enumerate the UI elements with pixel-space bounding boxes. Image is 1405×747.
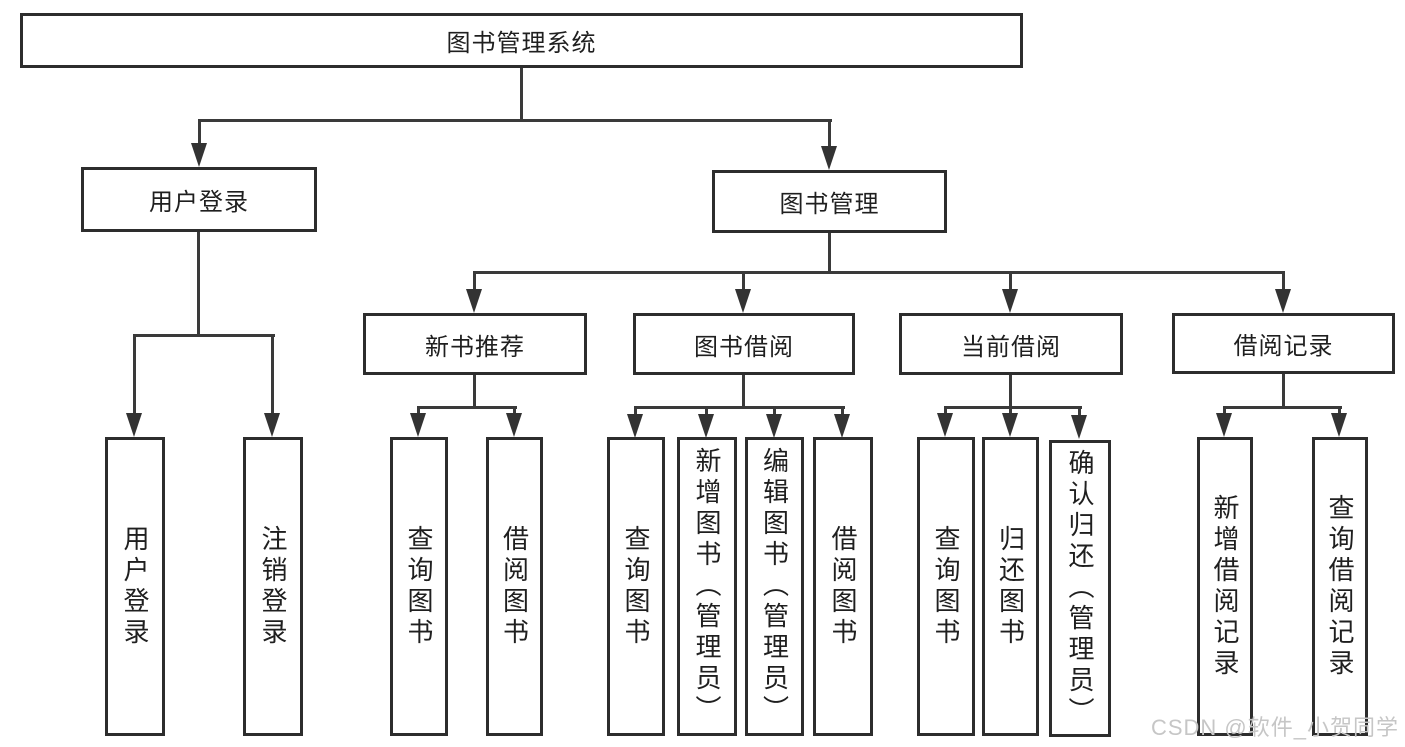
connector-drop <box>944 406 947 418</box>
arrow-down-icon <box>1216 413 1232 437</box>
connector-drop-book-mgmt <box>828 119 831 147</box>
connector-drop-user-login <box>198 119 201 147</box>
arrow-down-icon <box>766 414 782 438</box>
arrow-down-icon <box>191 143 207 167</box>
leaf-user-login: 用户登录 <box>105 437 165 736</box>
leaf-current-return-books: 归还图书 <box>982 437 1039 736</box>
arrow-down-icon <box>821 146 837 170</box>
arrow-down-icon <box>1002 289 1018 313</box>
connector-root-stem <box>520 68 523 120</box>
connector-level3-rail <box>473 271 1285 274</box>
connector-drop-records <box>1282 271 1285 293</box>
arrow-down-icon <box>1331 413 1347 437</box>
arrow-down-icon <box>735 289 751 313</box>
connector-drop <box>1078 406 1081 418</box>
connector-drop <box>417 406 420 418</box>
connector-drop-current <box>1009 271 1012 293</box>
arrow-down-icon <box>698 414 714 438</box>
connector-recommend-stem <box>473 375 476 409</box>
node-new-book-recommend: 新书推荐 <box>363 313 587 375</box>
arrow-down-icon <box>937 413 953 437</box>
arrow-down-icon <box>834 414 850 438</box>
connector-drop-leaf-login <box>133 334 136 416</box>
connector-drop <box>1009 406 1012 418</box>
arrow-down-icon <box>264 413 280 437</box>
leaf-recommend-query-books: 查询图书 <box>390 437 448 736</box>
arrow-down-icon <box>126 413 142 437</box>
node-current-borrow: 当前借阅 <box>899 313 1123 375</box>
node-user-login: 用户登录 <box>81 167 317 232</box>
leaf-current-confirm-return-admin: 确认归还（管理员） <box>1049 440 1111 737</box>
connector-drop <box>705 406 708 418</box>
leaf-logout: 注销登录 <box>243 437 303 736</box>
leaf-borrow-add-books-admin: 新增图书（管理员） <box>677 437 737 736</box>
connector-user-login-rail <box>134 334 275 337</box>
connector-level2-rail <box>198 119 832 122</box>
connector-current-stem <box>1009 375 1012 409</box>
leaf-borrow-edit-books-admin: 编辑图书（管理员） <box>745 437 804 736</box>
arrow-down-icon <box>1275 289 1291 313</box>
connector-drop <box>1338 406 1341 418</box>
connector-drop <box>773 406 776 418</box>
connector-drop <box>1223 406 1226 418</box>
connector-borrow-stem <box>742 375 745 409</box>
leaf-records-query-record: 查询借阅记录 <box>1312 437 1368 736</box>
connector-drop-borrow <box>742 271 745 293</box>
leaf-recommend-borrow-books: 借阅图书 <box>486 437 543 736</box>
arrow-down-icon <box>506 413 522 437</box>
connector-user-login-stem <box>197 232 200 335</box>
node-book-management: 图书管理 <box>712 170 947 233</box>
connector-records-stem <box>1282 374 1285 409</box>
connector-book-mgmt-stem <box>828 233 831 273</box>
arrow-down-icon <box>466 289 482 313</box>
leaf-current-query-books: 查询图书 <box>917 437 975 736</box>
arrow-down-icon <box>1071 415 1087 439</box>
leaf-records-add-record: 新增借阅记录 <box>1197 437 1253 736</box>
node-borrow-records: 借阅记录 <box>1172 313 1395 374</box>
connector-drop <box>513 406 516 418</box>
connector-drop-leaf-logout <box>271 334 274 416</box>
leaf-borrow-borrow-books: 借阅图书 <box>813 437 873 736</box>
connector-records-rail <box>1224 406 1342 409</box>
csdn-watermark: CSDN @软件_小贺同学 <box>1150 715 1399 740</box>
node-book-borrow: 图书借阅 <box>633 313 855 375</box>
connector-current-rail <box>945 406 1082 409</box>
connector-borrow-rail <box>635 406 845 409</box>
arrow-down-icon <box>1002 413 1018 437</box>
connector-drop <box>841 406 844 418</box>
connector-drop-recommend <box>473 271 476 293</box>
arrow-down-icon <box>627 414 643 438</box>
connector-drop <box>634 406 637 418</box>
arrow-down-icon <box>410 413 426 437</box>
connector-recommend-rail <box>418 406 517 409</box>
leaf-borrow-query-books: 查询图书 <box>607 437 665 736</box>
node-root: 图书管理系统 <box>20 13 1023 68</box>
